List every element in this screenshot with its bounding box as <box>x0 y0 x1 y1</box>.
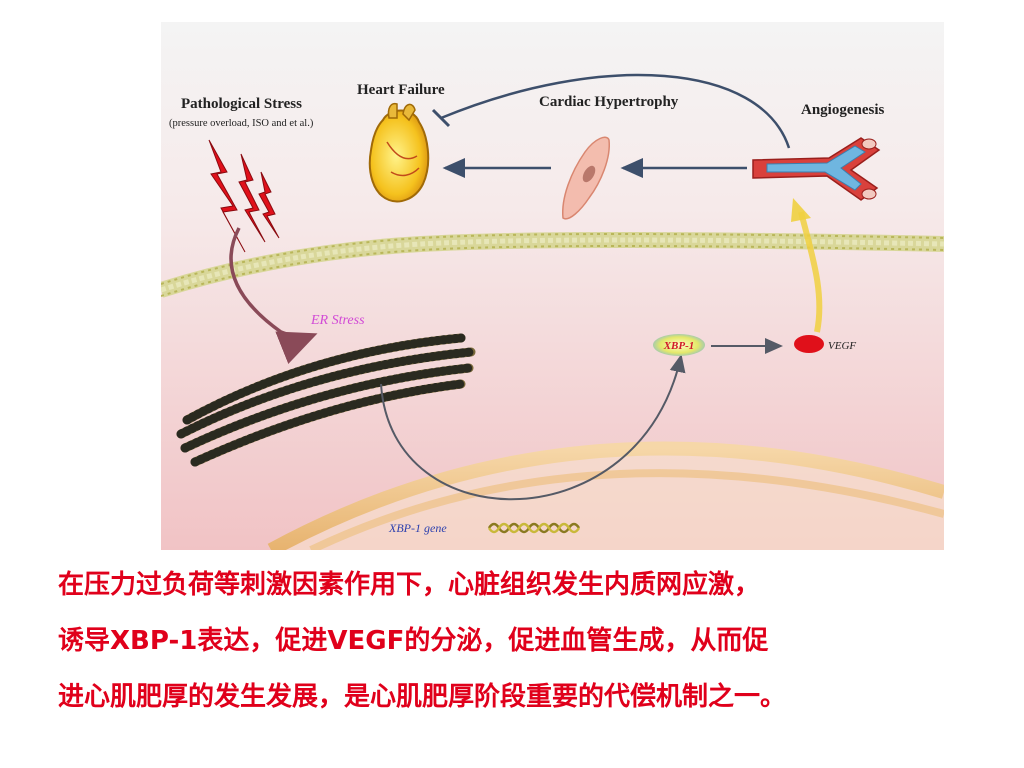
caption: 在压力过负荷等刺激因素作用下，心脏组织发生内质网应激， 诱导XBP-1表达，促进… <box>58 566 1018 734</box>
xbp1-label: XBP-1 <box>663 340 695 352</box>
er-to-xbp1-gene-arc <box>380 354 686 501</box>
caption-line-3: 进心肌肥厚的发生发展，是心肌肥厚阶段重要的代偿机制之一。 <box>58 682 787 712</box>
cell-membrane <box>161 232 944 298</box>
heart-failure-label: Heart Failure <box>357 82 445 98</box>
caption-line-2: 诱导XBP-1表达，促进VEGF的分泌，促进血管生成，从而促 <box>58 626 769 656</box>
pathway-diagram: Pathological Stress (pressure overload, … <box>161 22 944 550</box>
blood-vessel-icon <box>752 137 881 201</box>
inhibition-bar <box>431 108 451 128</box>
nuclear-envelope <box>267 441 944 550</box>
vegf-arrow-head <box>791 198 811 222</box>
pathological-stress-label: Pathological Stress <box>181 96 302 112</box>
angiogenesis-inhibits-heart-failure-arc <box>440 73 791 149</box>
er-stress-label: ER Stress <box>310 313 365 328</box>
vegf-to-angiogenesis-arrow <box>798 211 823 333</box>
angiogenesis-label: Angiogenesis <box>801 102 885 118</box>
endoplasmic-reticulum-icon <box>176 333 476 467</box>
vegf-label: VEGF <box>828 340 856 352</box>
stress-to-er-arrow <box>229 227 318 364</box>
cardiomyocyte-icon <box>562 136 610 220</box>
heart-icon <box>368 102 430 203</box>
caption-line-1: 在压力过负荷等刺激因素作用下，心脏组织发生内质网应激， <box>58 570 761 600</box>
xbp1-gene-label: XBP-1 gene <box>388 521 447 535</box>
xbp1-protein-icon <box>653 334 705 356</box>
dna-icon <box>487 522 581 534</box>
pathological-stress-sublabel: (pressure overload, ISO and et al.) <box>169 118 314 129</box>
lightning-icon <box>208 139 280 253</box>
vegf-dot-icon <box>794 335 824 353</box>
cardiac-hypertrophy-label: Cardiac Hypertrophy <box>539 94 679 110</box>
